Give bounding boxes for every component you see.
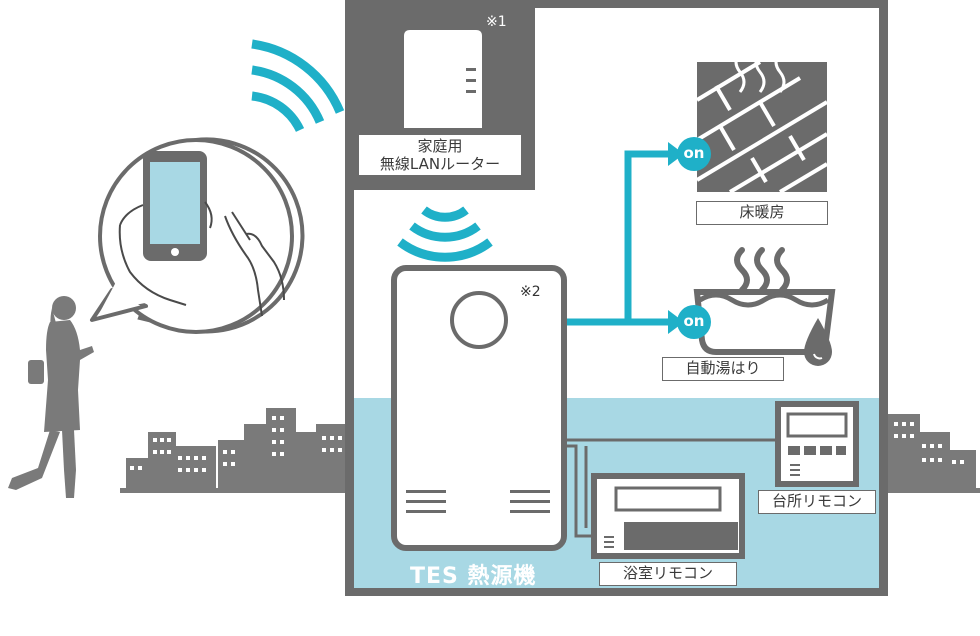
bathroom-remote-icon xyxy=(591,473,745,559)
heat-source-note: ※2 xyxy=(520,284,541,300)
smartphone-bubble xyxy=(90,137,305,334)
heat-source-unit xyxy=(391,265,567,551)
auto-bath-on-badge: on xyxy=(677,305,711,339)
arrow-heads xyxy=(668,142,684,334)
router-label-line2: 無線LANルーター xyxy=(379,155,501,173)
kitchen-remote-icon xyxy=(775,401,859,487)
auto-bath-label: 自動湯はり xyxy=(662,357,784,381)
router-note: ※1 xyxy=(486,14,507,30)
floor-heating-on-badge: on xyxy=(677,137,711,171)
control-arrows xyxy=(565,150,670,326)
router-label-line1: 家庭用 xyxy=(417,137,463,155)
router-icon xyxy=(404,30,482,128)
heat-source-label: TES 熱源機 xyxy=(410,564,537,589)
floor-heating-label: 床暖房 xyxy=(696,201,828,225)
bathroom-remote-label: 浴室リモコン xyxy=(599,562,737,586)
city-buildings-left-icon xyxy=(120,408,352,493)
person-icon xyxy=(8,296,94,498)
wifi-down-icon xyxy=(397,206,493,262)
router-label: 家庭用 無線LANルーター xyxy=(358,134,522,176)
water-drop-icon xyxy=(804,318,832,366)
city-buildings-right-icon xyxy=(886,414,980,493)
kitchen-remote-label: 台所リモコン xyxy=(758,490,876,514)
wiring xyxy=(564,438,780,538)
wifi-icon xyxy=(251,39,345,133)
floor-heating-icon xyxy=(695,51,829,194)
smartphone-icon xyxy=(143,151,207,261)
